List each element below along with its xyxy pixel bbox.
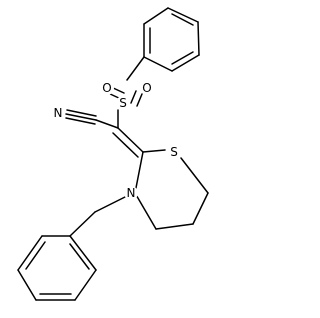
atom-nitrogen-ring: N xyxy=(124,186,138,200)
bond-alkene-nitrile-carbon xyxy=(95,119,119,129)
svg-text:S: S xyxy=(119,96,127,110)
triple-bond-nitrile xyxy=(65,109,97,125)
phenyl-ring-top xyxy=(143,7,200,72)
atom-oxygen-bottom: O xyxy=(140,81,154,95)
atom-oxygen-top: O xyxy=(100,81,114,95)
phenyl-ring-bottom xyxy=(17,235,97,301)
svg-text:S: S xyxy=(170,145,178,159)
atom-nitrogen-nitrile: N xyxy=(51,106,65,120)
double-bond-exocyclic xyxy=(112,127,144,158)
svg-text:N: N xyxy=(54,106,63,120)
thiazinane-ring xyxy=(134,149,209,230)
atom-sulfur-ring: S xyxy=(167,145,181,159)
svg-text:O: O xyxy=(142,81,151,95)
svg-text:O: O xyxy=(102,81,111,95)
atom-sulfur-sulfonyl: S xyxy=(116,96,130,110)
chemical-structure-diagram: O S O N S N xyxy=(17,7,209,301)
bond-sulfonyl-oxygen-bottom xyxy=(130,90,143,107)
svg-text:N: N xyxy=(127,186,136,200)
bond-nitrogen-benzyl xyxy=(69,195,128,237)
bond-phenyl-sulfur xyxy=(126,56,145,81)
